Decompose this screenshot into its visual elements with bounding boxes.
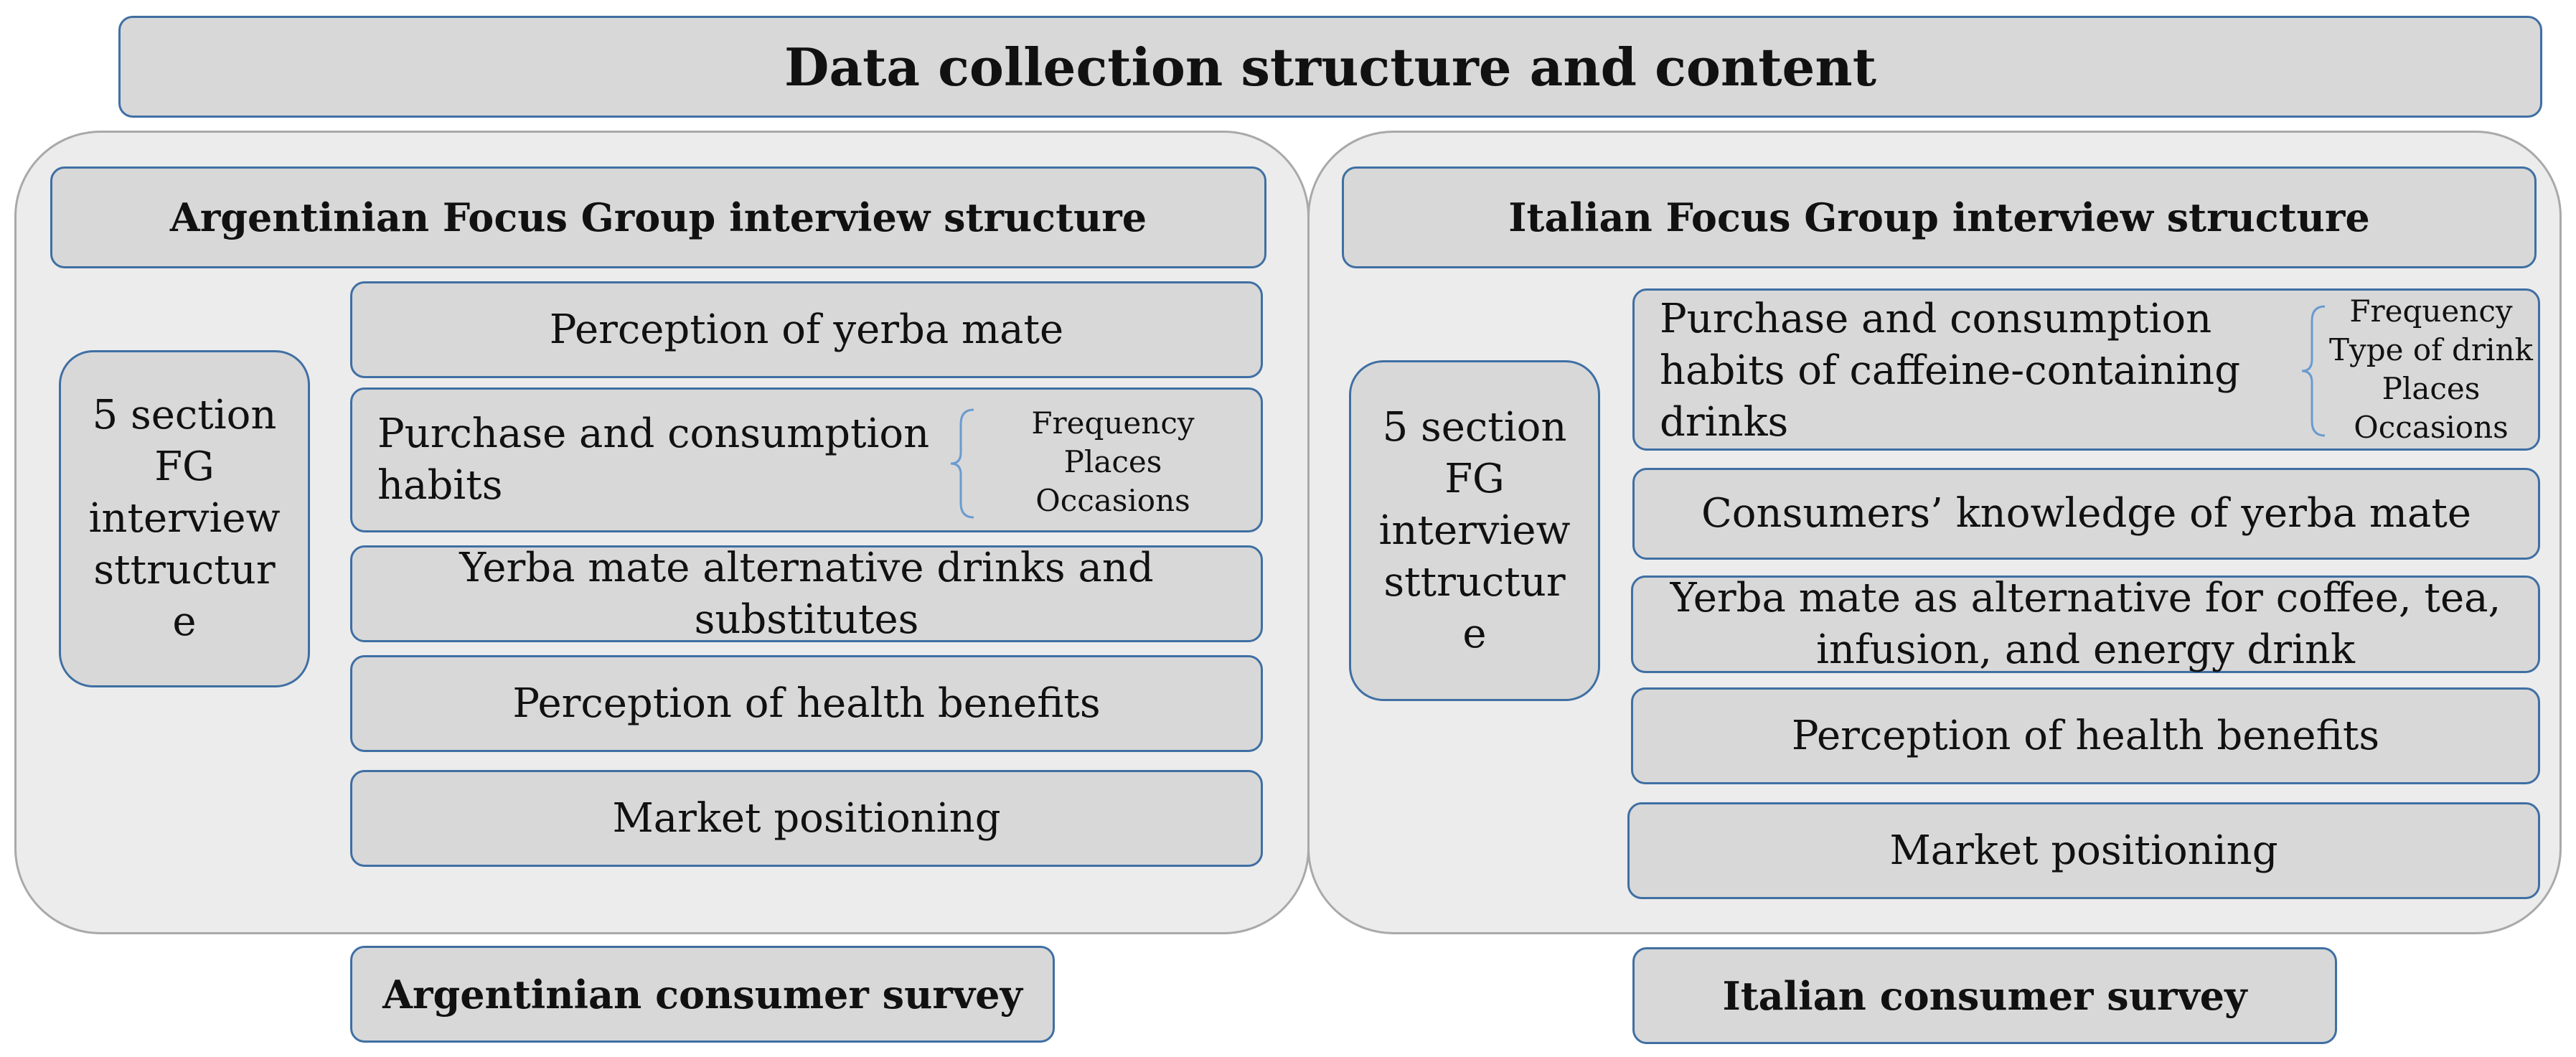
argentinian-item-perception: Perception of yerba mate [350, 281, 1263, 378]
argentinian-header: Argentinian Focus Group interview struct… [50, 166, 1266, 268]
italian-header: Italian Focus Group interview structure [1342, 166, 2537, 268]
sub-item: Type of drink [2329, 332, 2533, 367]
sub-item: Frequency [1031, 405, 1195, 441]
section-line: interview [1378, 507, 1571, 554]
sub-item: Frequency [2349, 293, 2513, 329]
section-line: 5 section [1382, 403, 1567, 451]
section-line: e [1462, 610, 1487, 657]
section-line: FG [154, 443, 215, 490]
argentinian-item-alternatives: Yerba mate alternative drinks and substi… [350, 544, 1263, 643]
sub-item: Places [2382, 371, 2481, 406]
argentinian-item-purchase: Purchase and consumption habits Frequenc… [350, 387, 1263, 532]
sub-item: Occasions [1035, 483, 1190, 518]
label-line: Yerba mate alternative drinks and [459, 544, 1154, 591]
italian-item-knowledge: Consumers’ knowledge of yerba mate [1632, 468, 2540, 560]
section-line: sttructur [93, 547, 276, 593]
purchase-sublist: Frequency Type of drink Places Occasions [2323, 292, 2539, 447]
label-line: drinks [1660, 399, 1789, 446]
label-line: infusion, and energy drink [1816, 626, 2355, 673]
argentinian-item-market: Market positioning [350, 770, 1263, 867]
section-line: e [172, 598, 197, 645]
label-line: substitutes [694, 596, 919, 643]
italian-item-alternatives: Yerba mate as alternative for coffee, te… [1631, 575, 2540, 673]
right-brace-icon [2301, 305, 2326, 437]
italian-item-health: Perception of health benefits [1631, 687, 2540, 784]
purchase-sublist: Frequency Places Occasions [991, 404, 1235, 520]
sub-item: Occasions [2354, 410, 2509, 445]
italian-item-purchase: Purchase and consumption habits of caffe… [1632, 288, 2540, 451]
italian-section-box: 5 section FG interview sttructur e [1349, 360, 1600, 701]
italian-survey: Italian consumer survey [1632, 947, 2337, 1044]
section-line: interview [88, 495, 281, 542]
label-line: habits of caffeine-containing [1660, 347, 2241, 394]
label-line: Purchase and consumption [377, 410, 930, 457]
left-brace-icon [950, 408, 974, 519]
sub-item: Places [1063, 444, 1162, 479]
section-line: sttructur [1383, 558, 1566, 606]
purchase-label: Purchase and consumption habits [377, 408, 929, 512]
label-line: Yerba mate as alternative for coffee, te… [1670, 575, 2501, 621]
argentinian-section-box: 5 section FG interview sttructur e [59, 350, 310, 687]
label-line: habits [377, 462, 503, 509]
diagram-title: Data collection structure and content [118, 16, 2542, 118]
section-line: FG [1444, 455, 1505, 502]
section-line: 5 section [92, 392, 277, 438]
italian-item-market: Market positioning [1627, 802, 2540, 899]
argentinian-item-health: Perception of health benefits [350, 655, 1263, 752]
purchase-label: Purchase and consumption habits of caffe… [1660, 293, 2240, 448]
argentinian-survey: Argentinian consumer survey [350, 946, 1055, 1043]
label-line: Purchase and consumption [1660, 296, 2212, 342]
